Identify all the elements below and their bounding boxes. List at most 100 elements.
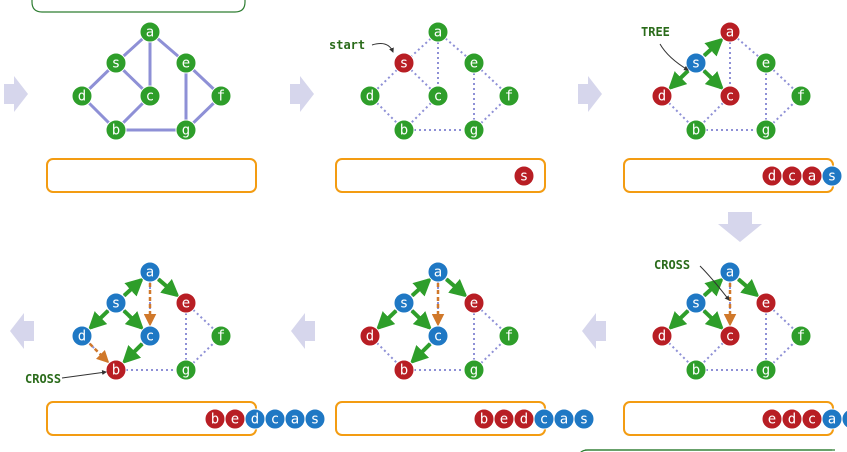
node-label-a: a <box>726 265 734 281</box>
node-b: b <box>685 119 707 141</box>
node-label-c: c <box>434 89 442 105</box>
node-label-b: b <box>400 363 408 379</box>
queue-item-s: s <box>821 165 843 187</box>
node-label-b: b <box>692 363 700 379</box>
flow-arrow-p2-p3 <box>578 76 602 112</box>
node-a: a <box>719 261 741 283</box>
node-label-b: b <box>692 123 700 139</box>
queue-1 <box>46 158 257 193</box>
tree-edge-s-d <box>668 69 690 91</box>
node-e: e <box>463 52 485 74</box>
queue-item-label: a <box>828 412 836 428</box>
node-g: g <box>175 359 197 381</box>
node-label-e: e <box>762 56 770 72</box>
node-f: f <box>210 325 232 347</box>
tree-edge-s-c <box>702 69 724 91</box>
node-label-f: f <box>217 329 225 345</box>
tree-edge-a-e <box>445 277 468 298</box>
tree-edge-s-a <box>702 277 724 298</box>
tree-edge-s-a <box>410 277 432 298</box>
node-s: s <box>685 292 707 314</box>
node-g: g <box>463 359 485 381</box>
node-e: e <box>463 292 485 314</box>
queue-item-e: e <box>761 408 783 430</box>
queue-item-d: d <box>244 408 266 430</box>
node-s: s <box>393 292 415 314</box>
queue-box <box>46 158 257 193</box>
node-b: b <box>393 359 415 381</box>
queue-item-s: s <box>841 409 847 429</box>
node-c: c <box>719 325 741 347</box>
node-label-f: f <box>797 89 805 105</box>
queue-item-c: c <box>781 165 803 187</box>
callout-label: TREE <box>641 25 670 39</box>
tree-edge-s-a <box>702 37 724 58</box>
flow-arrow-into-p1 <box>4 76 28 112</box>
node-label-c: c <box>726 329 734 345</box>
queue-item-label: b <box>480 412 488 428</box>
queue-item-a: a <box>284 408 306 430</box>
queue-item-label: e <box>500 412 508 428</box>
node-d: d <box>71 85 93 107</box>
callout-cross: CROSS <box>654 258 730 301</box>
node-label-e: e <box>182 56 190 72</box>
queue-item-b: b <box>473 408 495 430</box>
node-label-a: a <box>726 25 734 41</box>
tree-edge-s-c <box>410 309 432 331</box>
node-label-b: b <box>112 363 120 379</box>
queue-item-a: a <box>821 408 843 430</box>
queue-item-d: d <box>761 165 783 187</box>
node-e: e <box>755 292 777 314</box>
node-b: b <box>685 359 707 381</box>
queue-item-label: s <box>580 412 588 428</box>
node-label-f: f <box>505 329 513 345</box>
tree-edge-s-c <box>122 309 144 331</box>
queue-item-label: d <box>788 412 796 428</box>
node-label-c: c <box>146 89 154 105</box>
queue-item-label: s <box>828 169 836 185</box>
tree-edge-a-e <box>737 277 760 298</box>
node-label-g: g <box>182 363 190 379</box>
node-label-d: d <box>366 89 374 105</box>
node-g: g <box>755 119 777 141</box>
queue-item-b: b <box>204 408 226 430</box>
queue-item-label: c <box>540 412 548 428</box>
node-f: f <box>498 325 520 347</box>
queue-item-c: c <box>264 408 286 430</box>
queue-item-e: e <box>224 408 246 430</box>
node-label-s: s <box>692 296 700 312</box>
callout-start: start <box>329 38 394 53</box>
flow-arrow-p5-p6 <box>291 313 315 349</box>
queue-item-label: s <box>520 169 528 185</box>
node-label-d: d <box>366 329 374 345</box>
node-label-s: s <box>400 56 408 72</box>
node-s: s <box>105 52 127 74</box>
queue-item-label: c <box>271 412 279 428</box>
queue-item-label: d <box>768 169 776 185</box>
node-label-s: s <box>692 56 700 72</box>
node-c: c <box>427 85 449 107</box>
node-d: d <box>359 85 381 107</box>
callout-label: start <box>329 38 365 52</box>
flow-arrow-p4-p5 <box>582 313 606 349</box>
queue-item-label: a <box>291 412 299 428</box>
node-label-b: b <box>400 123 408 139</box>
flow-arrows <box>4 76 762 349</box>
tree-edge-s-d <box>668 309 690 331</box>
node-label-g: g <box>470 123 478 139</box>
queue-item-label: a <box>560 412 568 428</box>
node-a: a <box>139 21 161 43</box>
node-label-b: b <box>112 123 120 139</box>
queue-item-s: s <box>513 165 535 187</box>
node-label-d: d <box>78 329 86 345</box>
queue-item-label: d <box>251 412 259 428</box>
node-label-s: s <box>112 296 120 312</box>
node-label-e: e <box>470 56 478 72</box>
node-b: b <box>105 359 127 381</box>
tree-edge-s-d <box>88 309 110 331</box>
node-label-a: a <box>146 265 154 281</box>
